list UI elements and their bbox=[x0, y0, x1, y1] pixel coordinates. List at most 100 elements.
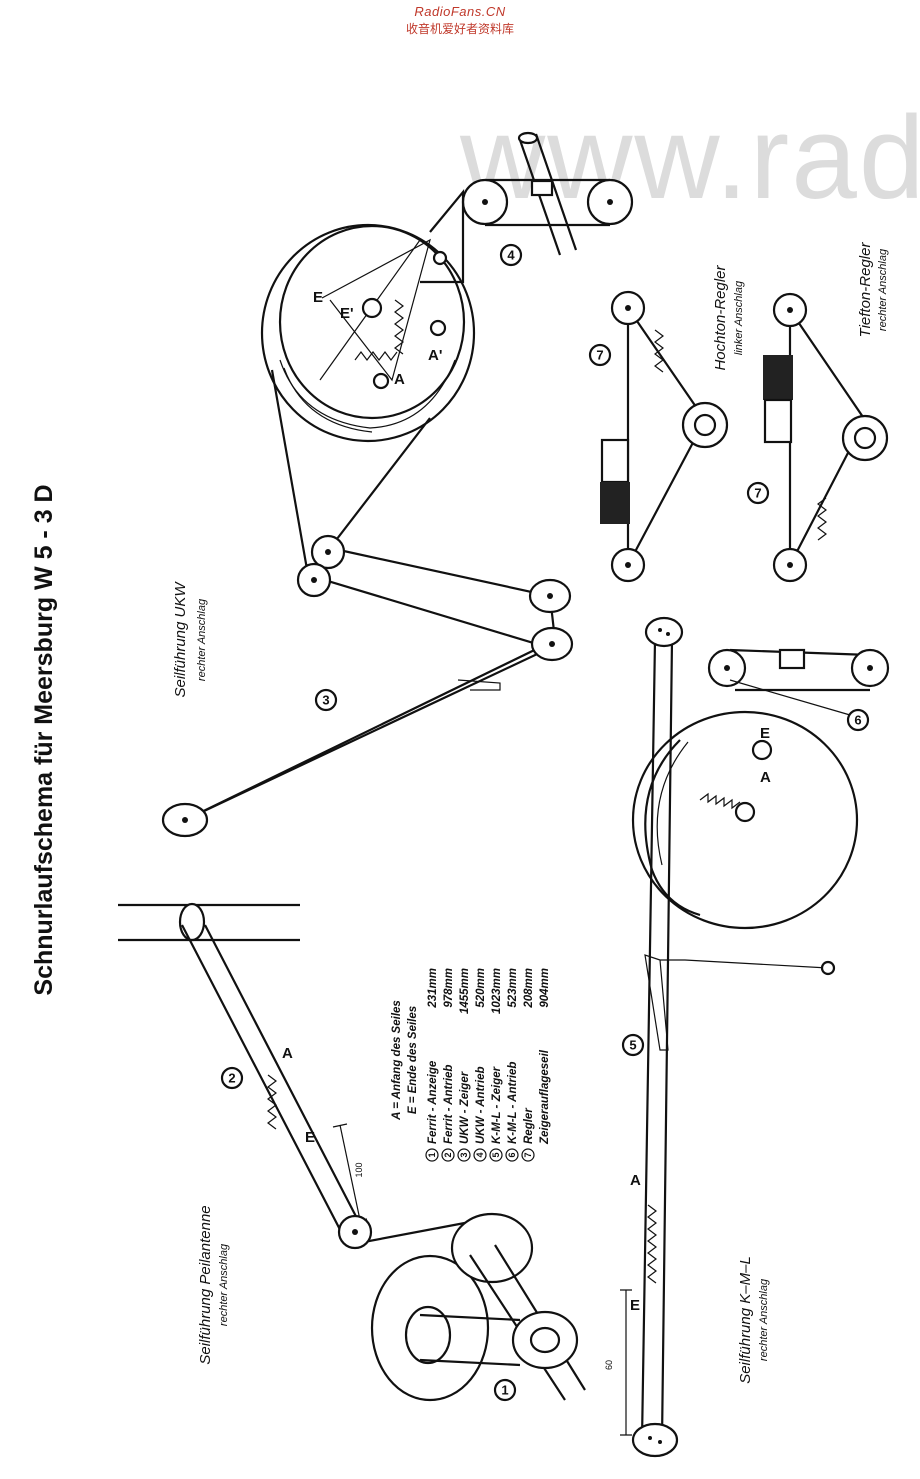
legend-line-e: E = Ende des Seiles bbox=[407, 1006, 419, 1114]
ukw-pointer-cord-3 bbox=[184, 639, 556, 821]
cable-badge-7a bbox=[588, 343, 612, 367]
kml-drum-hub bbox=[734, 801, 756, 823]
watermark-site: RadioFans.CN bbox=[414, 4, 506, 19]
peil-dim-100-label: 100 bbox=[354, 1162, 364, 1177]
legend-number: 7 bbox=[523, 1152, 533, 1157]
peil-cord-1 bbox=[419, 1313, 521, 1367]
peil-section: A E 2 100 1 Seilführung Peilantenne rech… bbox=[118, 902, 586, 1402]
ukw-inner-cords bbox=[321, 238, 431, 382]
ukw-spring-1 bbox=[394, 299, 404, 355]
tiefton-subtitle: rechter Anschlag bbox=[877, 248, 889, 331]
kml-title: Seilführung K–M–L bbox=[737, 1256, 754, 1384]
legend-item-name: K-M-L - Zeiger bbox=[491, 1066, 503, 1144]
hochton-slider-dark bbox=[600, 482, 630, 524]
cable-number-4: 4 bbox=[507, 248, 515, 263]
kml-marker-a: A bbox=[760, 769, 771, 786]
ukw-spring-2 bbox=[354, 351, 398, 361]
cable-number-7b: 7 bbox=[754, 486, 761, 501]
legend-item-name: UKW - Zeiger bbox=[459, 1071, 471, 1144]
legend-badge bbox=[457, 1148, 471, 1162]
legend-number: 2 bbox=[443, 1152, 453, 1157]
kml-pointer-tip bbox=[820, 960, 836, 976]
ukw-drum-hub bbox=[361, 297, 383, 319]
legend-item-length: 208mm bbox=[523, 968, 535, 1009]
kml-marker-e: E bbox=[760, 725, 770, 742]
legend-badge bbox=[505, 1148, 519, 1162]
ukw-shaft-edge-2 bbox=[534, 133, 578, 251]
peil-spring bbox=[267, 1074, 277, 1130]
kml-drum-outer bbox=[631, 710, 859, 930]
diagram-title: Schnurlaufschema für Meersburg W 5 - 3 D bbox=[30, 484, 58, 995]
kml-drive-coupler bbox=[778, 648, 806, 670]
legend-badge bbox=[441, 1148, 455, 1162]
ukw-hole-a-prime bbox=[429, 319, 447, 337]
legend-item-length: 1023mm bbox=[491, 968, 503, 1014]
ukw-marker-e-prime: E' bbox=[340, 305, 354, 322]
watermark-url: www.rad bbox=[460, 92, 920, 224]
legend-item-name: Regler bbox=[523, 1108, 535, 1144]
tiefton-spring bbox=[817, 497, 827, 541]
ukw-marker-a-prime: A' bbox=[428, 347, 442, 364]
ukw-coupler bbox=[530, 179, 554, 197]
peil-gear bbox=[450, 1212, 534, 1284]
ukw-marker-e: E bbox=[313, 289, 323, 306]
kml-spring bbox=[699, 792, 741, 810]
legend-item-length: 231mm bbox=[427, 968, 439, 1009]
peil-marker-e: E bbox=[305, 1129, 315, 1146]
tiefton-title: Tiefton-Regler bbox=[857, 242, 874, 338]
kml-bottom-spring bbox=[647, 1204, 657, 1284]
ukw-pointer-cord-left bbox=[184, 369, 554, 821]
peil-ring-inner bbox=[404, 1305, 452, 1365]
legend-badge bbox=[473, 1148, 487, 1162]
ukw-subtitle: rechter Anschlag bbox=[196, 598, 208, 681]
ukw-cord-4 bbox=[420, 188, 465, 284]
legend-item-length: 1455mm bbox=[459, 968, 471, 1014]
cable-number-6: 6 bbox=[854, 713, 861, 728]
legend-number: 1 bbox=[427, 1152, 437, 1157]
tiefton-slider-dark bbox=[763, 355, 793, 400]
cable-number-7a: 7 bbox=[596, 348, 603, 363]
legend-item-length: 523mm bbox=[507, 968, 519, 1008]
legend-number: 6 bbox=[507, 1152, 517, 1157]
legend-badge bbox=[521, 1148, 535, 1162]
kml-section: E A 5 A E 60 6 Seilführung K–M–L rechter bbox=[604, 616, 890, 1458]
ukw-shaft-edge-1 bbox=[518, 139, 562, 256]
legend-number: 5 bbox=[491, 1152, 501, 1157]
kml-drum-rim bbox=[644, 739, 701, 917]
legend-item-name: UKW - Antrieb bbox=[475, 1066, 487, 1144]
cable-badge-6 bbox=[846, 708, 870, 732]
cable-badge-3 bbox=[314, 688, 338, 712]
kml-drum-hole-a bbox=[751, 739, 773, 761]
peil-title: Seilführung Peilantenne bbox=[197, 1205, 214, 1364]
cable-number-2: 2 bbox=[228, 1071, 235, 1086]
cable-number-5: 5 bbox=[629, 1038, 636, 1053]
hochton-subtitle: linker Anschlag bbox=[733, 280, 745, 355]
cable-badge-2 bbox=[220, 1066, 244, 1090]
ukw-marker-a: A bbox=[394, 371, 405, 388]
peil-subtitle: rechter Anschlag bbox=[218, 1243, 230, 1326]
kml-marker-a-bottom: A bbox=[630, 1172, 641, 1189]
cable-badge-4 bbox=[499, 243, 523, 267]
ukw-drum-rim-2 bbox=[283, 367, 373, 433]
watermark-site-cn: 收音机爱好者资料库 bbox=[405, 22, 514, 36]
ukw-hole-a bbox=[372, 372, 390, 390]
legend-item-name: Zeigerauflageseil bbox=[539, 1049, 551, 1145]
hochton-cord bbox=[626, 304, 707, 566]
peil-rod-clamp bbox=[178, 902, 206, 942]
ukw-pointer bbox=[457, 679, 501, 691]
legend-badge bbox=[489, 1148, 503, 1162]
legend-item-name: Ferrit - Antrieb bbox=[443, 1065, 455, 1144]
ukw-pointer-cord-right bbox=[328, 417, 557, 641]
kml-subtitle: rechter Anschlag bbox=[758, 1278, 770, 1361]
ukw-title: Seilführung UKW bbox=[172, 581, 189, 698]
legend: A = Anfang des Seiles E = Ende des Seile… bbox=[391, 968, 551, 1162]
peil-marker-a: A bbox=[282, 1045, 293, 1062]
legend-line-a: A = Anfang des Seiles bbox=[391, 1000, 403, 1121]
legend-number: 4 bbox=[475, 1152, 485, 1157]
ukw-section: E E' A' A 4 3 Seilführu bbox=[161, 131, 634, 838]
ukw-shaft-end bbox=[517, 131, 539, 145]
kml-drum-rim-2 bbox=[656, 741, 689, 866]
cable-number-3: 3 bbox=[322, 693, 329, 708]
